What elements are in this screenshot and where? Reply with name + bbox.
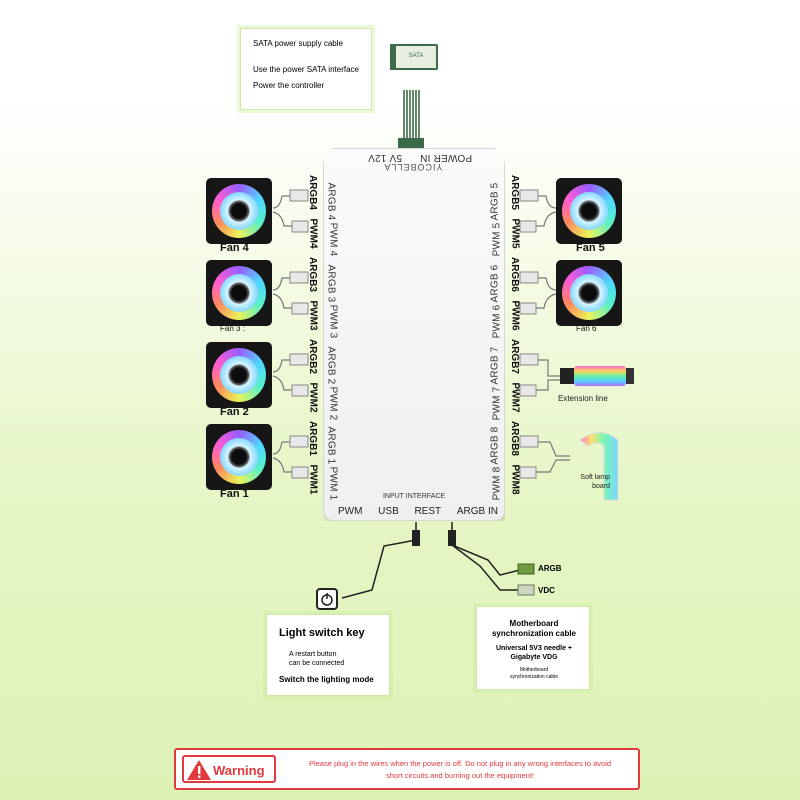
extension-line-strip <box>574 366 626 386</box>
hub-right-pwm-5: PWM 5 <box>491 222 503 257</box>
fan-3-image <box>206 260 272 326</box>
cable-argb2-label: ARGB2 <box>307 338 319 375</box>
light-switch-line1: A restart button <box>289 651 337 658</box>
light-switch-line3: Switch the lighting mode <box>279 675 374 684</box>
hub-port-argb-in: ARGB IN <box>456 506 498 517</box>
cable-pwm5-label: PWM5 <box>509 218 521 249</box>
hub-right-pwm-7: PWM 7 <box>491 386 503 421</box>
hub-port-usb: USB <box>378 506 399 517</box>
light-switch-title: Light switch key <box>279 627 365 639</box>
hub-power-in: POWER IN <box>420 152 473 163</box>
hub-right-port-7: ARGB 7 <box>489 346 501 385</box>
warning-badge: Warning <box>182 755 276 783</box>
soft-lamp-board <box>579 432 619 501</box>
hub-right-port-6: ARGB 6 <box>489 264 501 303</box>
fan-5-label: Fan 5 <box>576 242 605 254</box>
controller-hub <box>323 148 505 521</box>
mb-small1: Motherboard <box>519 667 549 673</box>
warning-bar: Warning Please plug in the wires when th… <box>174 748 640 790</box>
argb-connector <box>517 563 535 575</box>
argb-connector-label: ARGB <box>538 564 562 573</box>
fan-6-image <box>556 260 622 326</box>
hub-bottom-ports: PWM USB REST ARGB IN <box>338 506 498 517</box>
hub-left-port-3: ARGB 3 <box>325 264 337 303</box>
reset-cable <box>341 522 417 599</box>
hub-left-pwm-4: PWM 4 <box>327 222 339 257</box>
hub-right-port-5: ARGB 5 <box>489 182 501 221</box>
sata-line1: Use the power SATA interface <box>253 65 359 74</box>
fan-1-label: Fan 1 <box>220 488 249 500</box>
cable-pwm4-label: PWM4 <box>307 218 319 249</box>
fan-2-image <box>206 342 272 408</box>
sata-plug <box>398 138 424 150</box>
extension-line-label: Extension line <box>558 394 608 403</box>
left-fan-plugs <box>289 189 309 479</box>
hub-right-port-8: ARGB 8 <box>489 426 501 465</box>
cable-argb7-label: ARGB7 <box>509 338 521 375</box>
light-switch-line2: can be connected <box>289 660 345 667</box>
mb-small2: synchronization cable <box>509 674 559 680</box>
vdc-connector-label: VDC <box>538 586 555 595</box>
hub-left-port-2: ARGB 2 <box>325 346 337 385</box>
extension-plug <box>560 368 574 384</box>
fan-4-label: Fan 4 <box>220 242 249 254</box>
mb-title1: Motherboard <box>509 619 559 628</box>
warning-line1: Please plug in the wires when the power … <box>308 759 612 768</box>
cable-pwm2-label: PWM2 <box>307 382 319 413</box>
sata-title: SATA power supply cable <box>253 39 343 48</box>
hub-power-values: 5V 12V <box>368 152 403 163</box>
sata-cable <box>403 90 420 140</box>
warning-label: Warning <box>213 763 265 778</box>
hub-port-rest: REST <box>414 506 442 517</box>
right-fan-plugs <box>519 189 539 479</box>
warning-icon <box>187 760 211 780</box>
cable-pwm8-label: PWM8 <box>509 464 521 495</box>
soft-lamp-board-label: Soft lamp board <box>580 474 610 490</box>
mb-line2: Gigabyte VDG <box>510 654 558 661</box>
fan-5-image <box>556 178 622 244</box>
mb-title2: synchronization cable <box>491 629 577 638</box>
sata-connector: SATA <box>394 44 438 70</box>
fan-2-label: Fan 2 <box>220 406 249 418</box>
right-fan-cables <box>536 195 570 473</box>
hub-brand: YICOBELLA <box>383 162 443 172</box>
cable-argb3-label: ARGB3 <box>307 256 319 293</box>
vdc-connector <box>517 584 535 596</box>
cable-pwm1-label: PWM1 <box>307 464 319 495</box>
cable-argb5-label: ARGB5 <box>509 174 521 211</box>
cable-argb4-label: ARGB4 <box>307 174 319 211</box>
hub-left-port-1: ARGB 1 <box>325 426 337 465</box>
light-switch-callout: Light switch key A restart button can be… <box>266 614 390 696</box>
cable-pwm6-label: PWM6 <box>509 300 521 331</box>
warning-line2: short circuits and burning out the equip… <box>385 771 534 780</box>
sata-callout: SATA power supply cable Use the power SA… <box>240 28 372 110</box>
hub-port-pwm: PWM <box>338 506 363 517</box>
fan-4-image <box>206 178 272 244</box>
fan-1-image <box>206 424 272 490</box>
motherboard-callout: Motherboard synchronization cable Univer… <box>476 606 590 690</box>
mb-line1: Universal 5V3 needle + <box>495 645 573 652</box>
hub-left-pwm-3: PWM 3 <box>327 304 339 339</box>
cable-pwm7-label: PWM7 <box>509 382 521 413</box>
hub-input-interface: INPUT INTERFACE <box>382 493 446 500</box>
hub-right-pwm-6: PWM 6 <box>491 304 503 339</box>
cable-argb1-label: ARGB1 <box>307 420 319 457</box>
cable-pwm3-label: PWM3 <box>307 300 319 331</box>
hub-left-pwm-2: PWM 2 <box>327 386 339 421</box>
cable-argb8-label: ARGB8 <box>509 420 521 457</box>
hub-left-port-4: ARGB 4 <box>325 182 337 221</box>
argb-in-cable <box>451 522 521 591</box>
power-button-icon <box>316 588 338 610</box>
cable-argb6-label: ARGB6 <box>509 256 521 293</box>
left-fan-cables <box>272 195 292 473</box>
sata-line2: Power the controller <box>253 81 325 90</box>
fan-3-label: Fan 3 : <box>220 324 245 333</box>
fan-6-label: Fan 6 <box>576 324 597 333</box>
sata-connector-label: SATA <box>408 53 424 59</box>
